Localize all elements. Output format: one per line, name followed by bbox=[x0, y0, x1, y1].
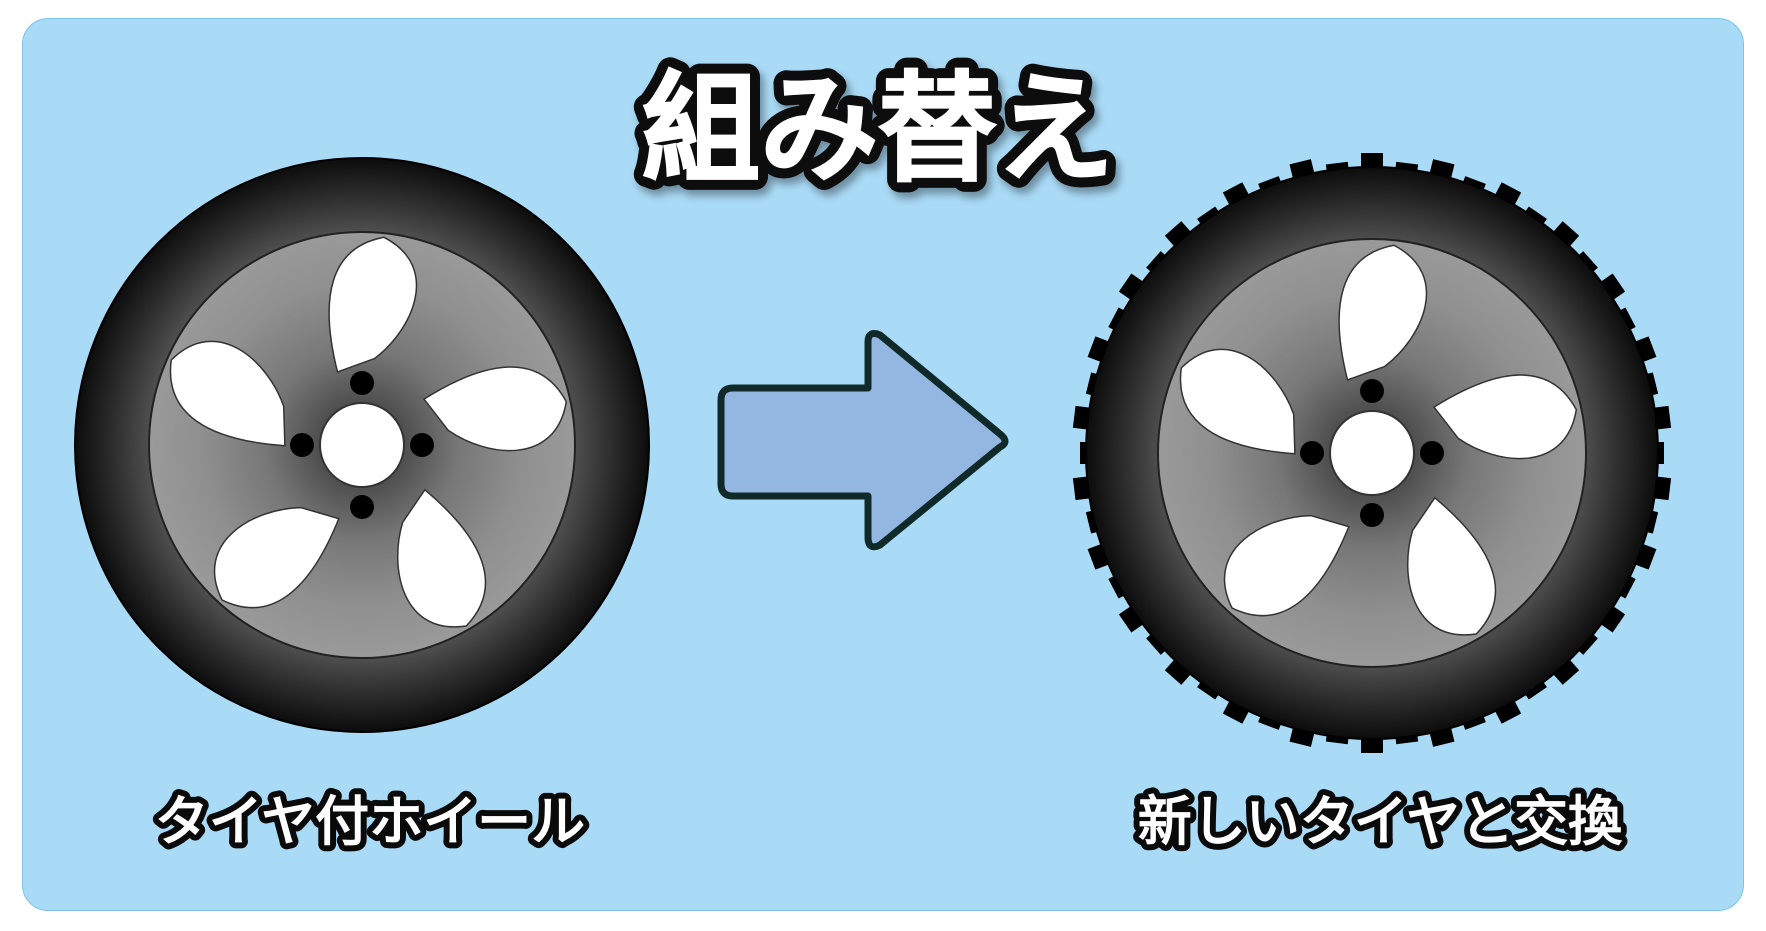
hub bbox=[319, 402, 405, 488]
lug-nuts bbox=[290, 371, 434, 519]
page-title: 組み替え bbox=[642, 60, 1114, 198]
lug-nut bbox=[1360, 379, 1384, 403]
lug-nut bbox=[1360, 503, 1384, 527]
lug-nut bbox=[350, 495, 374, 519]
right-caption-outline: 新しいタイヤと交換 bbox=[1138, 790, 1623, 853]
lug-nut bbox=[350, 371, 374, 395]
spoke-window bbox=[1224, 514, 1350, 617]
arrow-right-icon bbox=[717, 330, 1009, 551]
spoke-window bbox=[1432, 374, 1578, 460]
new-tire-illustration bbox=[1072, 153, 1672, 753]
lug-nuts bbox=[1300, 379, 1444, 527]
spoke-window bbox=[1338, 244, 1428, 381]
spoke-window bbox=[328, 236, 418, 373]
spoke-window bbox=[214, 506, 340, 609]
spoke-window bbox=[422, 366, 568, 452]
spoke-window bbox=[1407, 496, 1497, 636]
rim-spoke-windows bbox=[1179, 244, 1578, 636]
right-caption-text: 新しいタイヤと交換 bbox=[1138, 790, 1623, 853]
right-caption: 新しいタイヤと交換 新しいタイヤと交換 bbox=[1132, 784, 1629, 859]
spoke-window bbox=[397, 488, 487, 628]
left-caption-text: タイヤ付ホイール bbox=[155, 790, 585, 853]
tire-with-wheel-illustration bbox=[74, 157, 650, 733]
lug-nut bbox=[1420, 441, 1444, 465]
page-title-outline: 組み替え bbox=[642, 60, 1114, 198]
rim-spoke-windows bbox=[169, 236, 568, 628]
spoke-window bbox=[1179, 348, 1296, 455]
lug-nut bbox=[410, 433, 434, 457]
title-banner: 組み替え 組み替え bbox=[631, 49, 1125, 208]
lug-nut bbox=[1300, 441, 1324, 465]
left-caption-outline: タイヤ付ホイール bbox=[155, 790, 585, 853]
hub bbox=[1329, 410, 1415, 496]
left-caption: タイヤ付ホイール タイヤ付ホイール bbox=[149, 784, 591, 859]
lug-nut bbox=[290, 433, 314, 457]
spoke-window bbox=[169, 340, 286, 447]
